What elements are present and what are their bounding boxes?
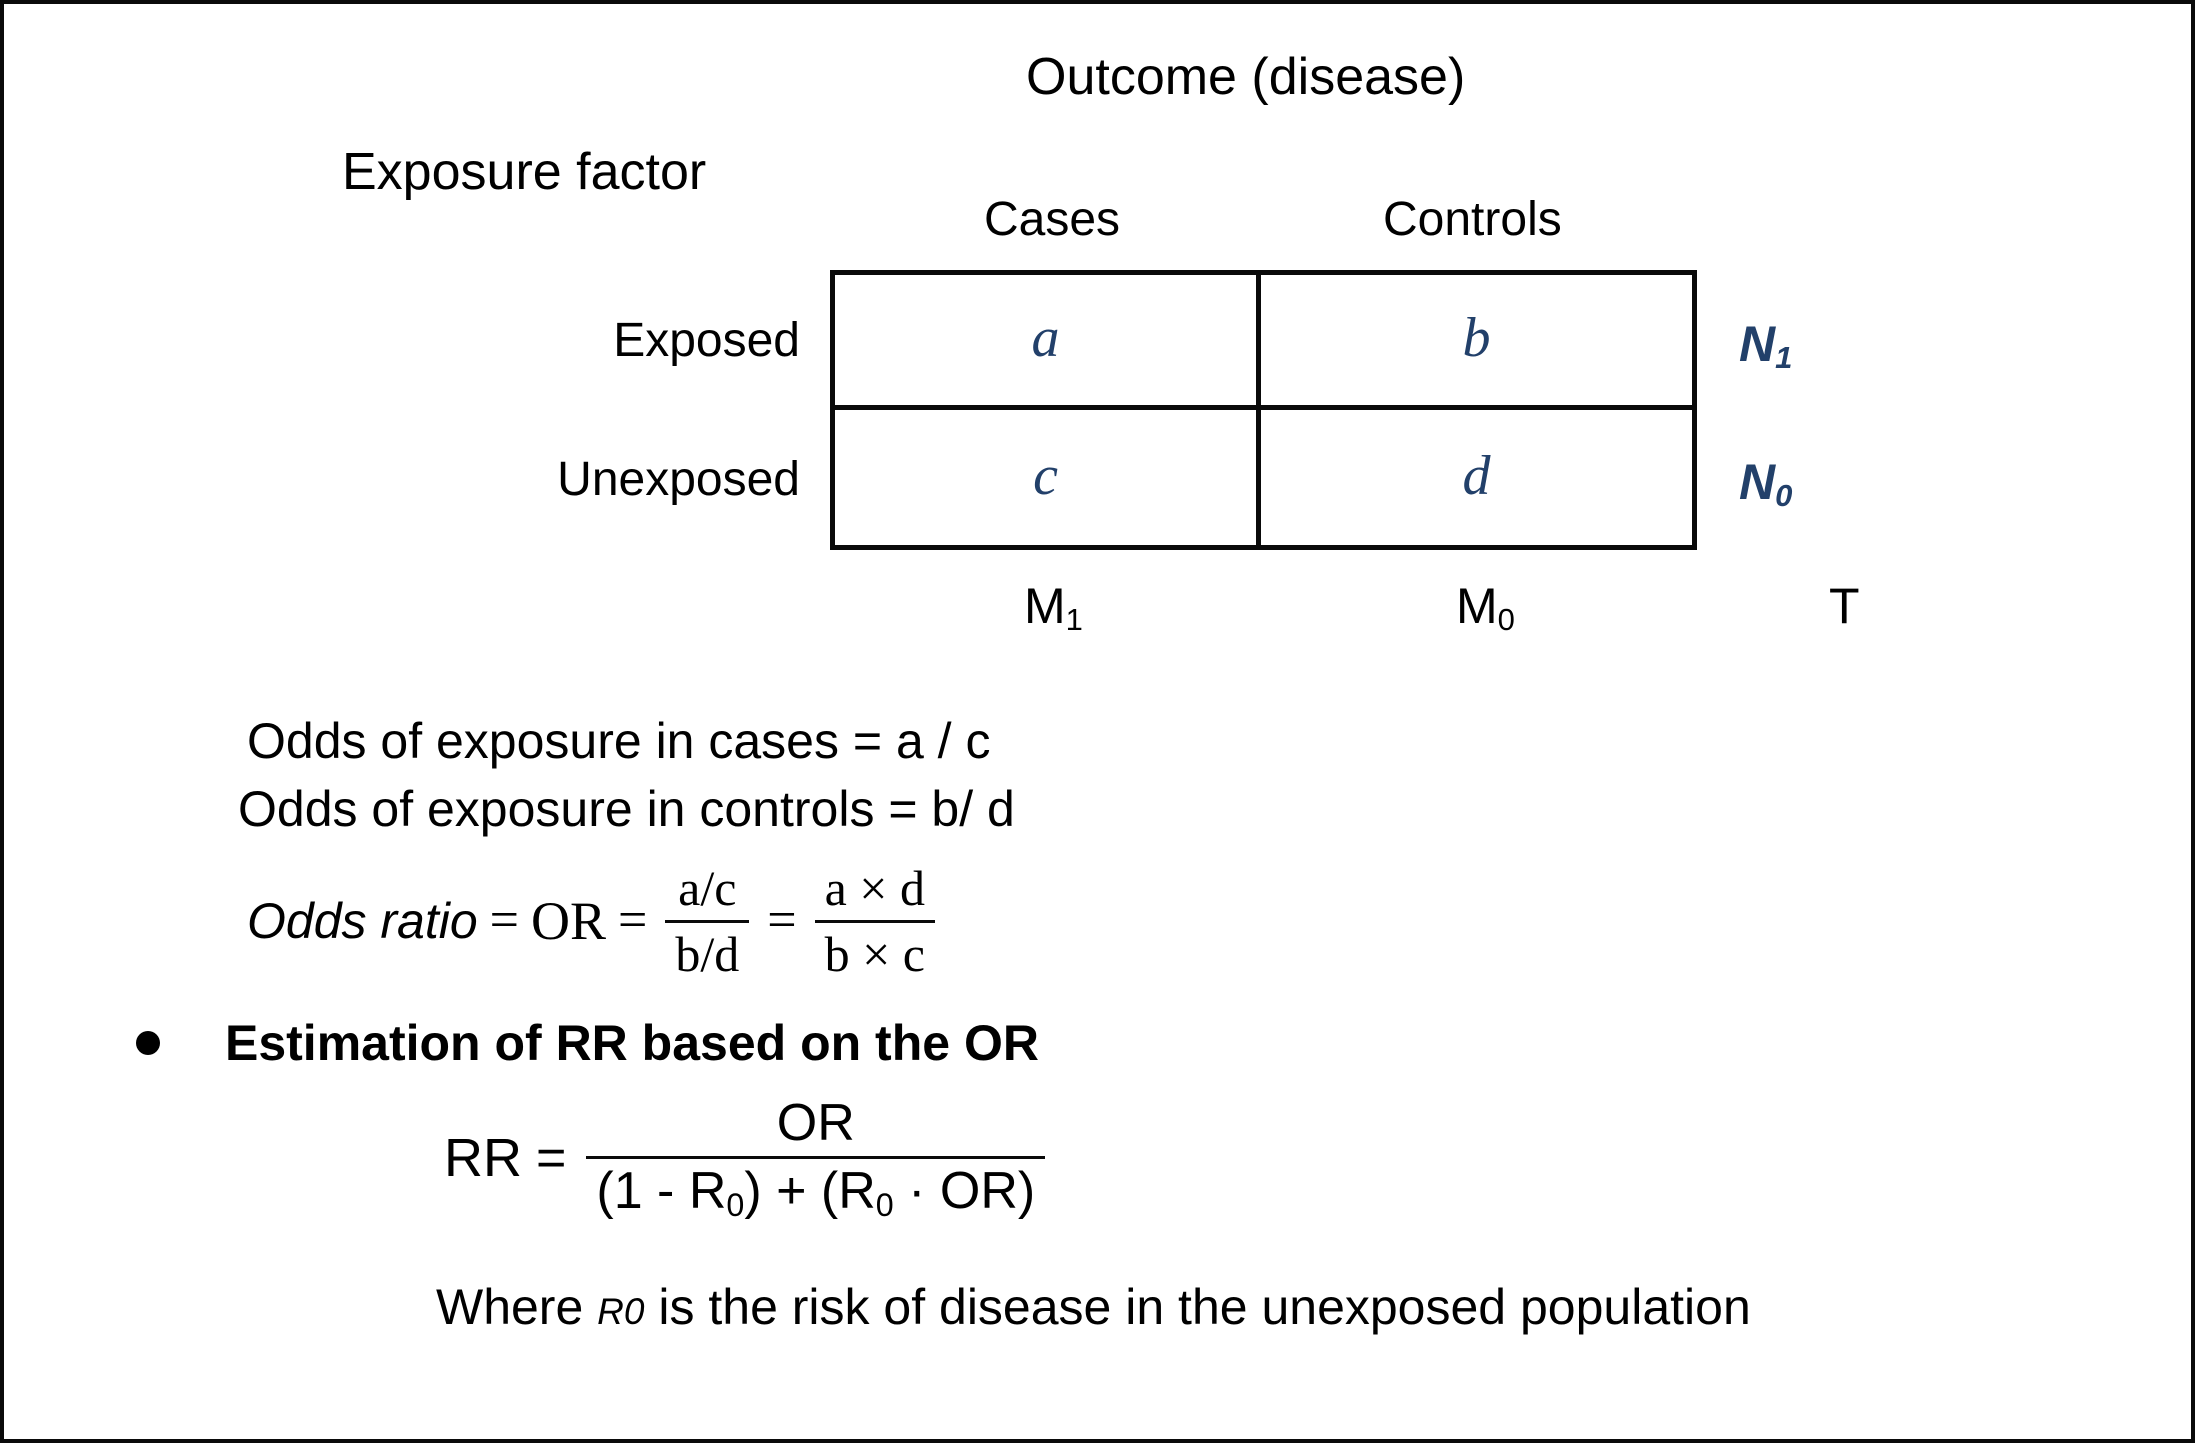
column-total-cases-letter: M [1024,578,1066,634]
odds-ratio-fraction-1-numerator: a/c [678,859,737,916]
table-cell-a: a [835,275,1261,410]
row-total-exposed-subscript: 1 [1775,339,1793,375]
odds-ratio-fraction-2-numerator: a × d [824,859,925,916]
contingency-table: a b c d [830,270,1697,550]
cell-value-a: a [1031,307,1060,369]
rr-label: RR [444,1127,522,1188]
column-header-cases: Cases [984,193,1121,246]
odds-of-exposure-controls-line: Odds of exposure in controls = b/ d [238,781,1015,837]
rr-equals: = [536,1128,567,1187]
rr-denominator-subscript-1: 0 [726,1186,745,1223]
rr-denominator-part-2: ) + (R [744,1162,876,1221]
column-total-controls-subscript: 0 [1497,601,1515,637]
row-total-exposed: N1 [1739,316,1792,373]
fraction-bar [814,919,935,923]
row-total-exposed-letter: N [1739,316,1776,372]
cell-value-d: d [1462,444,1491,507]
rr-denominator-part-1: (1 - R [596,1162,727,1221]
grand-total: T [1829,581,1860,631]
fraction-bar [586,1156,1046,1160]
table-cell-c: c [835,410,1261,545]
footnote-r0-symbol: R0 [597,1291,645,1332]
column-total-controls-letter: M [1456,578,1498,634]
row-label-unexposed: Unexposed [557,453,800,506]
odds-ratio-fraction-1: a/c b/d [665,859,750,983]
cell-value-b: b [1462,307,1491,369]
column-total-cases: M1 [1024,578,1083,635]
cell-value-c: c [1033,444,1058,507]
rr-fraction: OR (1 - R0) + (R0 · OR) [586,1094,1046,1223]
odds-ratio-equals-3: = [767,892,797,949]
rr-fraction-numerator: OR [776,1094,855,1152]
bullet-dot-icon [136,1031,160,1055]
outcome-heading: Outcome (disease) [1026,48,1466,106]
odds-ratio-equals-1: = [489,892,519,949]
rr-denominator-part-3: · OR) [893,1162,1036,1221]
footnote-suffix: is the risk of disease in the unexposed … [644,1279,1751,1335]
odds-ratio-symbol: OR [531,891,607,951]
odds-ratio-equation: Odds ratio = OR = a/c b/d = a × d b × c [247,856,941,986]
odds-ratio-label: Odds ratio [247,893,478,949]
odds-ratio-equals-2: = [618,892,648,949]
row-total-unexposed-letter: N [1739,454,1776,510]
column-total-cases-subscript: 1 [1065,601,1083,637]
grand-total-letter: T [1829,578,1860,634]
column-total-controls: M0 [1456,578,1515,635]
odds-ratio-fraction-2-denominator: b × c [824,925,925,982]
row-total-unexposed: N0 [1739,454,1792,511]
row-total-unexposed-subscript: 0 [1775,477,1793,513]
table-cell-d: d [1261,410,1692,545]
rr-fraction-denominator: (1 - R0) + (R0 · OR) [586,1162,1045,1223]
row-label-exposed: Exposed [613,314,800,367]
rr-denominator-subscript-2: 0 [875,1186,894,1223]
footnote-definition: Where R0 is the risk of disease in the u… [436,1282,1751,1332]
odds-ratio-fraction-2: a × d b × c [814,859,935,983]
relative-risk-formula: RR = OR (1 - R0) + (R0 · OR) [444,1094,1051,1223]
table-cell-b: b [1261,275,1692,410]
odds-of-exposure-cases-line: Odds of exposure in cases = a / c [247,713,991,769]
footnote-prefix: Where [436,1279,598,1335]
exposure-factor-heading: Exposure factor [342,143,707,201]
bullet-item-estimation-of-rr: Estimation of RR based on the OR [136,1018,1039,1068]
odds-ratio-fraction-1-denominator: b/d [675,925,740,982]
bullet-item-label: Estimation of RR based on the OR [225,1015,1039,1071]
column-header-controls: Controls [1383,193,1562,246]
fraction-bar [665,919,750,923]
